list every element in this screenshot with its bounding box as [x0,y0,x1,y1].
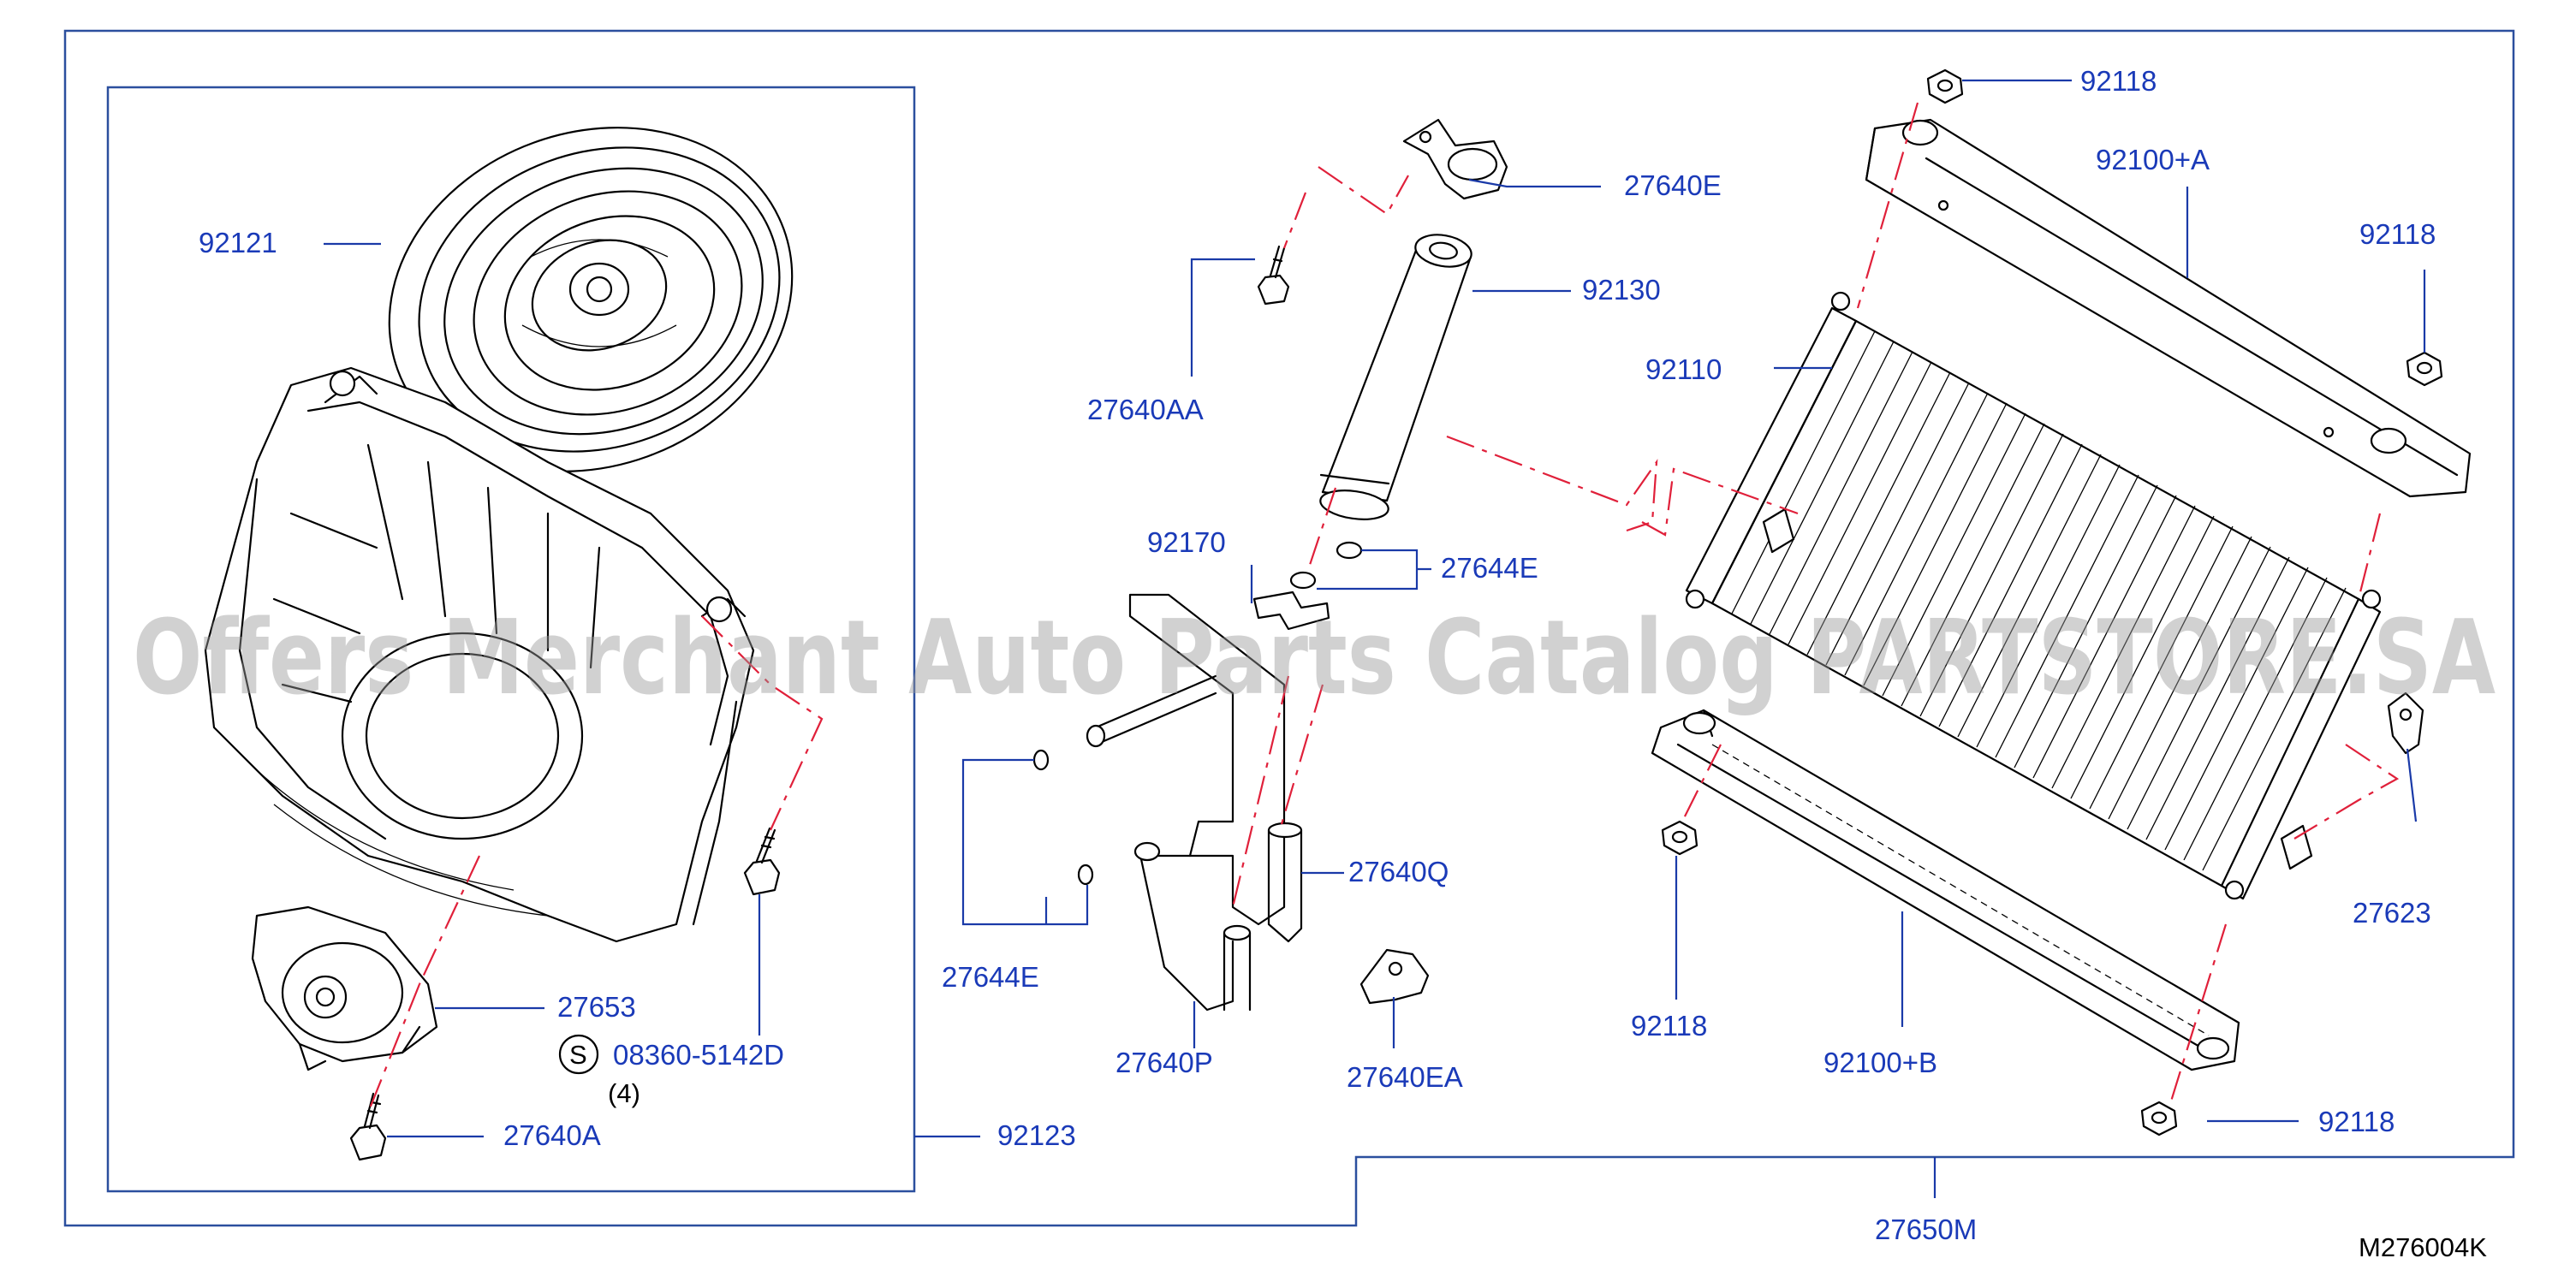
label-27644E-top[interactable]: 27644E [1441,552,1538,584]
bolt-27640AA [1257,245,1290,306]
seal-lower-92100B [1651,709,2240,1071]
label-27644E-bottom[interactable]: 27644E [942,961,1039,993]
label-27640E[interactable]: 27640E [1624,169,1722,201]
clip-92170 [1252,590,1330,631]
label-27640P[interactable]: 27640P [1115,1047,1213,1078]
qty-note: (4) [608,1078,640,1108]
label-92123[interactable]: 92123 [997,1119,1076,1151]
o-ring-27644E-d [1077,863,1094,886]
o-ring-27644E-b [1289,571,1317,590]
label-92100A[interactable]: 92100+A [2096,144,2210,175]
label-27650M[interactable]: 27650M [1875,1214,1977,1245]
o-ring-27644E-c [1032,749,1050,771]
assembly-guide-lines [366,102,2400,1113]
assembly-frame-27650M [63,29,2515,1227]
figure-code: M276004K [2359,1232,2487,1262]
part-labels: 92121 92123 27653 08360-5142D (4) 27640A… [199,65,2487,1262]
label-27640EA[interactable]: 27640EA [1347,1061,1463,1093]
label-92118-top[interactable]: 92118 [2080,65,2157,97]
label-27653[interactable]: 27653 [557,991,636,1023]
label-27640A[interactable]: 27640A [503,1119,601,1151]
condenser-core-92110 [1685,291,2382,900]
radiator-shroud [204,366,755,943]
bracket-27623 [2387,691,2424,755]
label-92118-right[interactable]: 92118 [2359,218,2436,250]
watermark-text: Offers Merchant Auto Parts Catalog PARTS… [133,599,2496,718]
symbol-s: S [569,1040,587,1070]
label-27623[interactable]: 27623 [2353,897,2431,929]
label-27640AA[interactable]: 27640AA [1087,394,1204,425]
bolt-27640A [349,1092,387,1161]
o-ring-27644E-a [1336,541,1363,560]
seal-upper-92100A [1865,118,2472,498]
bolt-08360-5142D [743,827,781,896]
clip-92118-left [1661,820,1698,856]
leader-lines [324,79,2426,1198]
label-92121[interactable]: 92121 [199,227,277,258]
symbol-s-circle [558,1034,599,1075]
label-08360-5142D[interactable]: 08360-5142D [613,1039,784,1071]
clip-92118-top [1926,68,1964,104]
label-92100B[interactable]: 92100+B [1823,1047,1937,1078]
label-92110[interactable]: 92110 [1645,353,1722,385]
label-92118-left[interactable]: 92118 [1631,1010,1707,1042]
pipe-27640P [1086,593,1286,1012]
fan-blade-92121 [388,127,794,472]
pipe-27640Q [1267,822,1303,943]
fan-shroud-frame-92123 [106,86,916,1193]
clip-92118-bottom [2140,1101,2178,1136]
receiver-tank-92130 [1319,234,1472,520]
label-92170[interactable]: 92170 [1147,526,1226,558]
label-92130[interactable]: 92130 [1582,274,1661,306]
label-92118-bottom[interactable]: 92118 [2318,1106,2395,1137]
clip-92118-right [2406,351,2443,387]
bracket-27640EA [1359,948,1430,1005]
fan-motor-27653 [251,905,438,1071]
label-27640Q[interactable]: 27640Q [1348,856,1449,887]
bracket-27640E [1402,118,1508,200]
